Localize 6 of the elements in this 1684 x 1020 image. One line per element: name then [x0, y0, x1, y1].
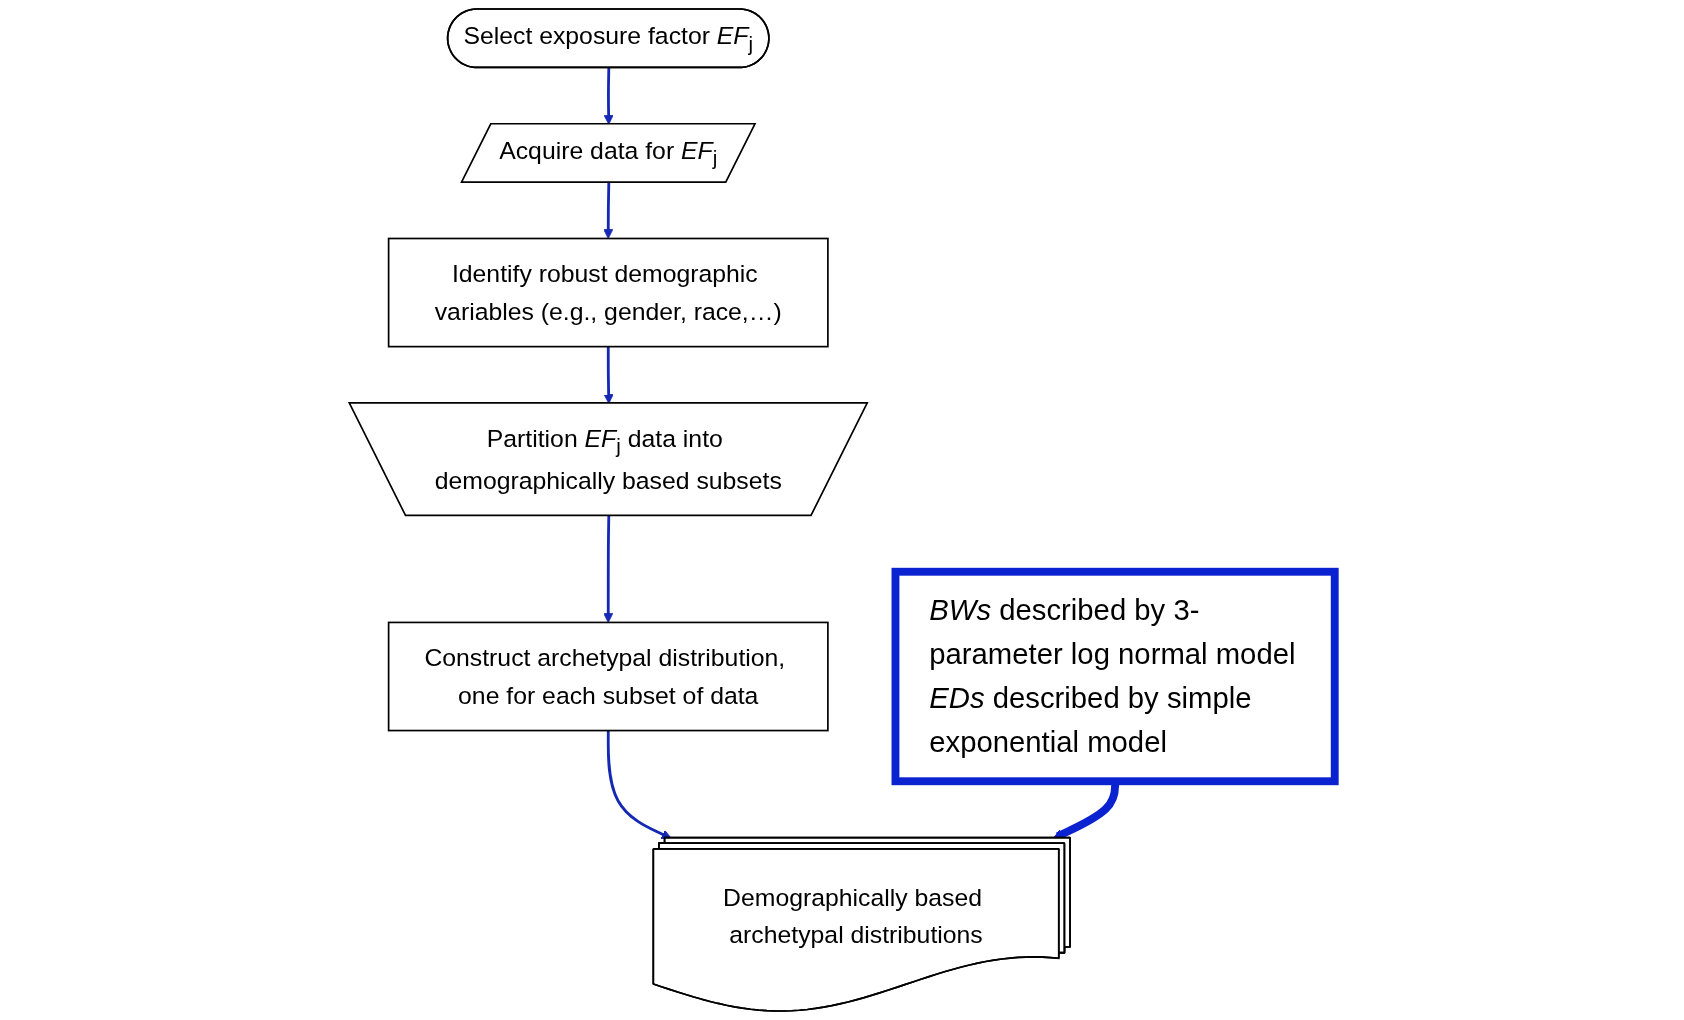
arrow	[603, 182, 614, 239]
node-box: BWs described by 3-parameter log normal model EDs described by simple exponential model	[891, 567, 1339, 786]
arrow	[606, 730, 672, 839]
node-box: Identify robust demographic variables (e.g., gender, race,…)	[387, 237, 829, 348]
arrow	[603, 515, 614, 623]
node-box: Construct archetypal distribution, one for each subset of data	[387, 621, 829, 732]
